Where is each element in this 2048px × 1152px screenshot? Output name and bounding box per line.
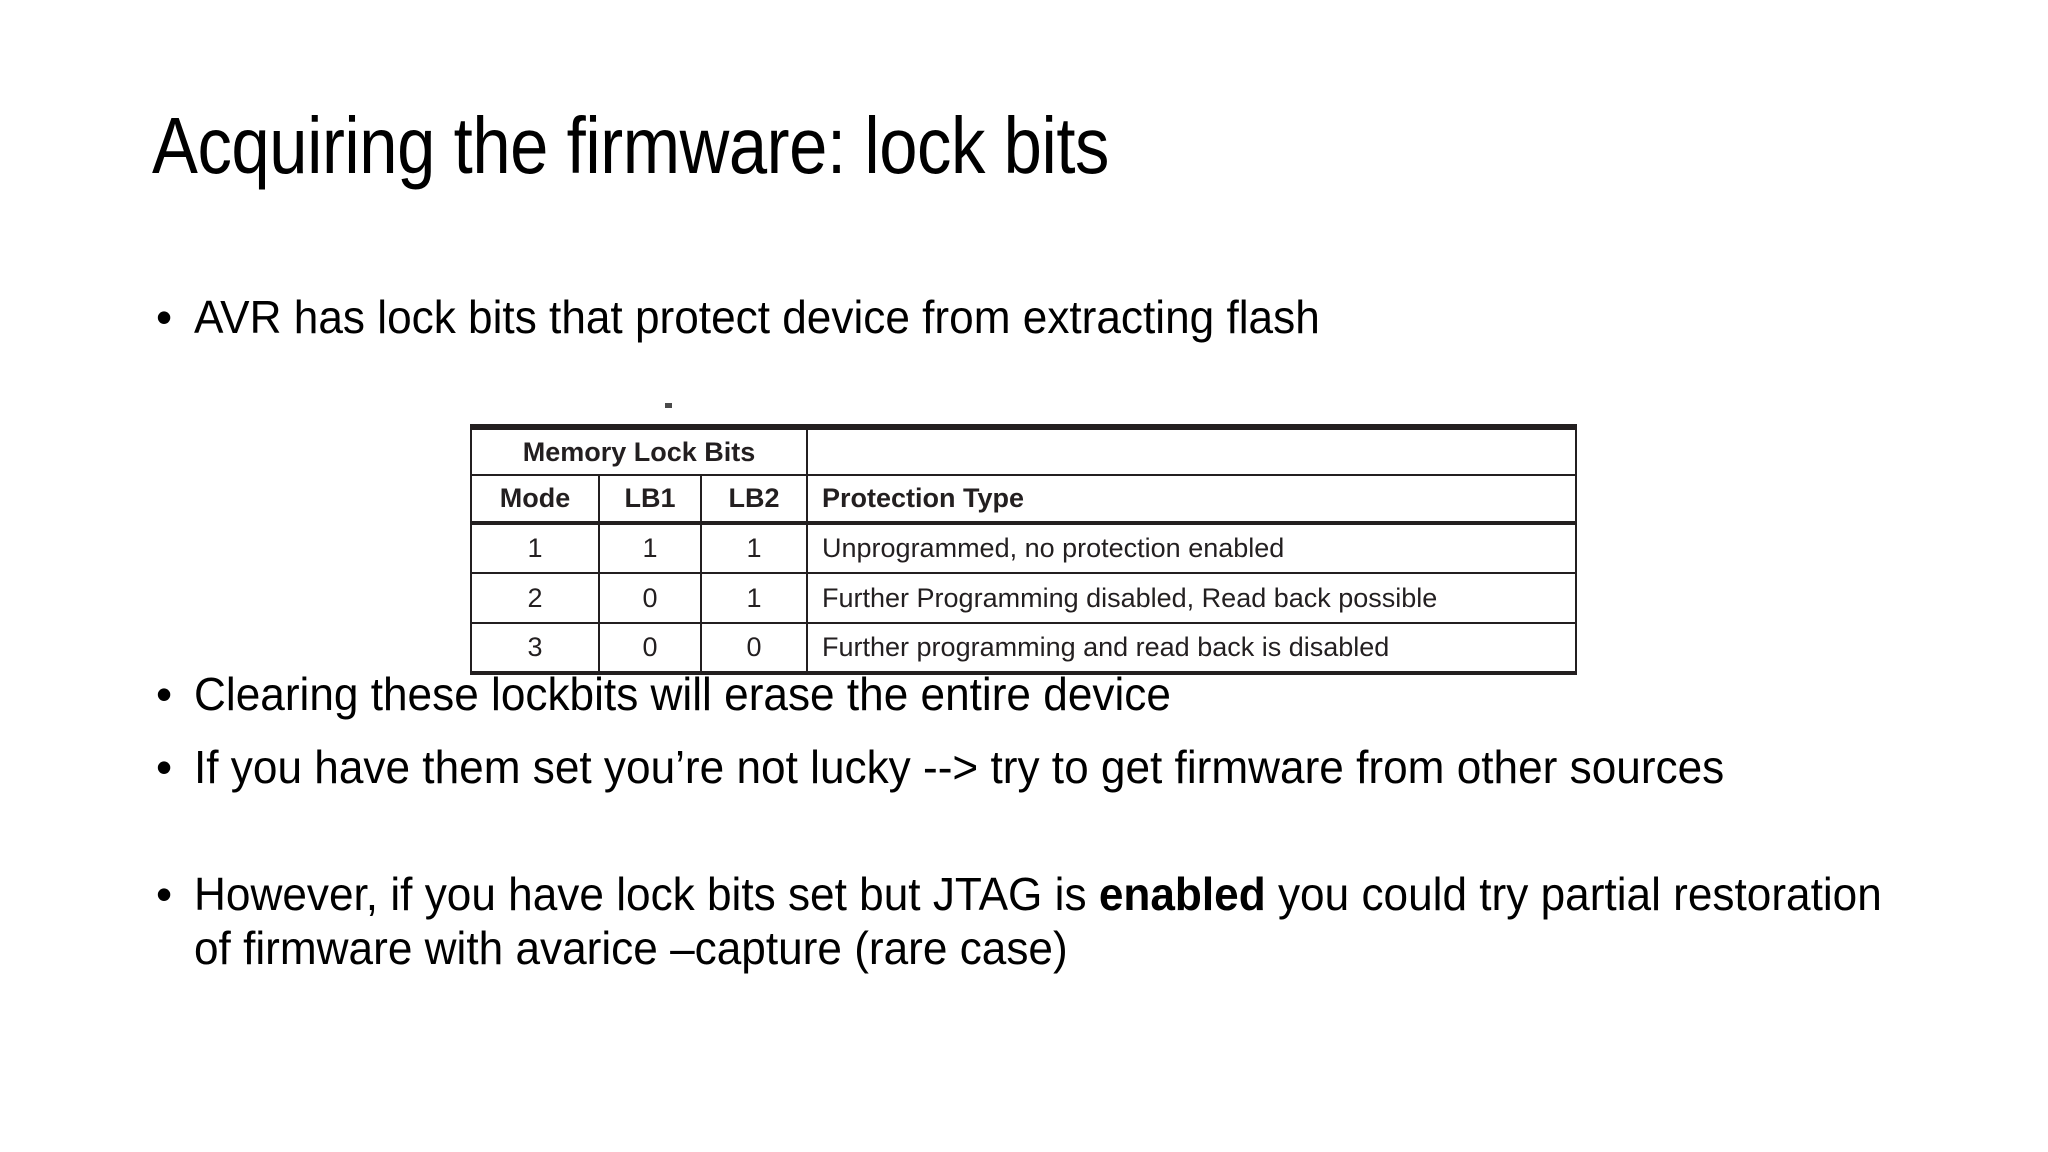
table-header-lb1: LB1 xyxy=(598,474,702,525)
table-header-row: Mode LB1 LB2 Protection Type xyxy=(470,474,1578,525)
lock-bits-table: Memory Lock Bits Mode LB1 LB2 Protection… xyxy=(469,424,1578,675)
cell-lb2: 1 xyxy=(699,572,809,624)
list-item: • AVR has lock bits that protect device … xyxy=(150,290,1954,344)
cell-mode: 2 xyxy=(470,572,600,624)
cell-protection: Further programming and read back is dis… xyxy=(806,622,1578,675)
cell-lb2: 1 xyxy=(699,522,809,574)
list-item: • If you have them set you’re not lucky … xyxy=(150,740,1954,794)
cell-protection: Further Programming disabled, Read back … xyxy=(806,572,1578,624)
table-header-lb2: LB2 xyxy=(699,474,809,525)
bullet-marker-icon: • xyxy=(156,291,173,343)
list-item-text-emphasis: enabled xyxy=(1098,868,1266,920)
list-item-label: AVR has lock bits that protect device fr… xyxy=(194,291,1320,343)
cell-lb2: 0 xyxy=(699,622,809,675)
table-head: Memory Lock Bits Mode LB1 LB2 Protection… xyxy=(469,424,1578,525)
table-header-mode: Mode xyxy=(470,474,600,525)
list-item-text-after: you could try partial restoration of fir… xyxy=(194,868,1882,975)
list-item-label: If you have them set you’re not lucky --… xyxy=(194,741,1725,793)
cell-lb1: 1 xyxy=(598,522,702,574)
cell-mode: 1 xyxy=(470,522,600,574)
table-header-protection-type: Protection Type xyxy=(806,474,1578,525)
table-row: 1 1 1 Unprogrammed, no protection enable… xyxy=(470,522,1578,574)
cell-mode: 3 xyxy=(470,622,600,675)
table-body: 1 1 1 Unprogrammed, no protection enable… xyxy=(470,522,1578,675)
list-item-label: However, if you have lock bits set but J… xyxy=(194,867,1912,976)
lock-bits-table-figure: Memory Lock Bits Mode LB1 LB2 Protection… xyxy=(469,403,1578,675)
table-group-header-row: Memory Lock Bits xyxy=(469,424,1578,476)
table-group-header-blank xyxy=(806,424,1578,476)
bullet-marker-icon: • xyxy=(156,868,173,920)
bullet-marker-icon: • xyxy=(156,741,173,793)
table-row: 2 0 1 Further Programming disabled, Read… xyxy=(470,572,1578,624)
page-title: Acquiring the firmware: lock bits xyxy=(152,101,1110,190)
figure-artifact-mark xyxy=(665,403,672,408)
cell-lb1: 0 xyxy=(598,572,702,624)
list-item-label: Clearing these lockbits will erase the e… xyxy=(194,668,1171,720)
cell-protection: Unprogrammed, no protection enabled xyxy=(806,522,1578,574)
table-group-header-memory-lock-bits: Memory Lock Bits xyxy=(469,424,809,476)
list-item: • However, if you have lock bits set but… xyxy=(150,867,1984,976)
list-item: • Clearing these lockbits will erase the… xyxy=(150,667,1954,721)
cell-lb1: 0 xyxy=(598,622,702,675)
list-item-text-before: However, if you have lock bits set but J… xyxy=(194,868,1099,920)
bullet-marker-icon: • xyxy=(156,668,173,720)
table-row: 3 0 0 Further programming and read back … xyxy=(470,622,1578,675)
